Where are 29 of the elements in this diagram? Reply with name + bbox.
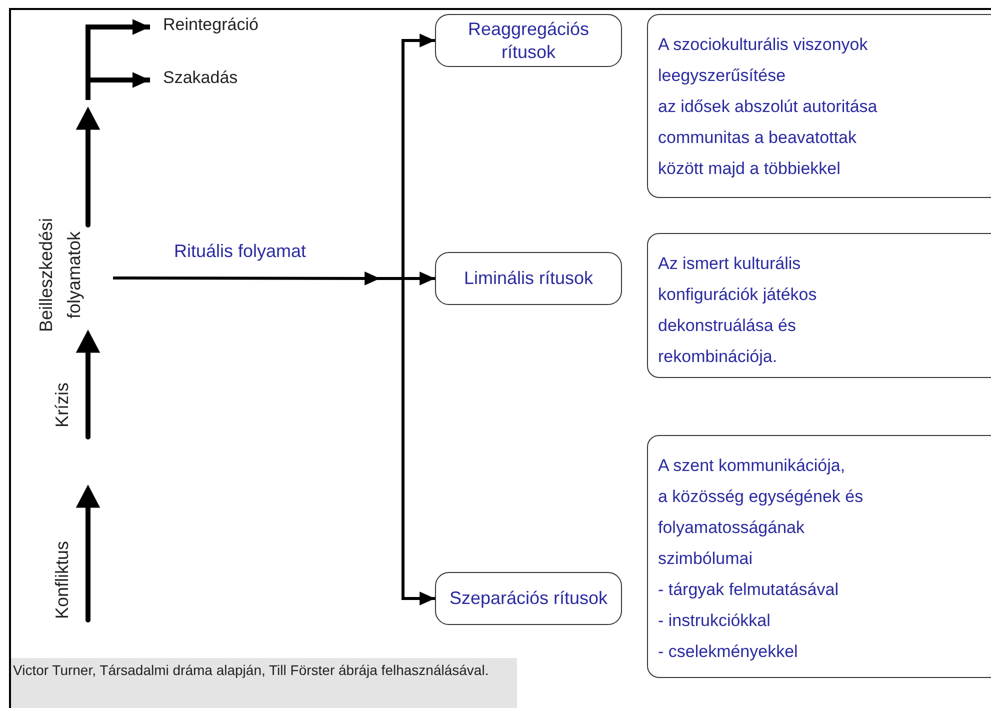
stage-label: Konfliktus <box>48 540 76 620</box>
description-text: között majd a többiekkel <box>658 158 842 180</box>
description-text: szimbólumai <box>658 548 754 570</box>
arrow <box>113 272 435 286</box>
description-text: - cselekményekkel <box>658 641 799 663</box>
description-box <box>647 435 991 678</box>
description-box <box>647 233 991 378</box>
stage-label: Beilleszkedési folyamatok <box>32 218 88 332</box>
rite-box: Liminális rítusok <box>435 252 622 305</box>
description-text: - instrukciókkal <box>658 610 772 632</box>
caption: Victor Turner, Társadalmi dráma alapján, Till Förster ábrája felhasználásával. <box>11 658 517 708</box>
stage-label: Szakadás <box>163 66 238 90</box>
stage-label: Krízis <box>48 382 76 428</box>
description-text: az idősek abszolút autoritása <box>658 96 878 118</box>
description-text: A szociokulturális viszonyok <box>658 34 869 56</box>
arrow <box>402 34 435 278</box>
rite-box: Reaggregációs rítusok <box>435 14 622 67</box>
description-text: Az ismert kulturális konfigurációk játékos dekonstruálása és rekombinációja. <box>658 253 818 368</box>
description-text: - tárgyak felmutatásával <box>658 579 840 601</box>
description-text: folyamatosságának <box>658 517 806 539</box>
stage-label: Reintegráció <box>163 13 258 37</box>
arrow <box>402 278 435 606</box>
rite-box: Szeparációs rítusok <box>435 572 622 625</box>
description-box <box>647 14 991 198</box>
description-text: A szent kommunikációja, <box>658 455 846 477</box>
description-text: a közösség egységének és <box>658 486 864 508</box>
description-text: communitas a beavatottak <box>658 127 858 149</box>
description-text: leegyszerűsítése <box>658 65 787 87</box>
edge-label: Rituális folyamat <box>174 240 306 263</box>
